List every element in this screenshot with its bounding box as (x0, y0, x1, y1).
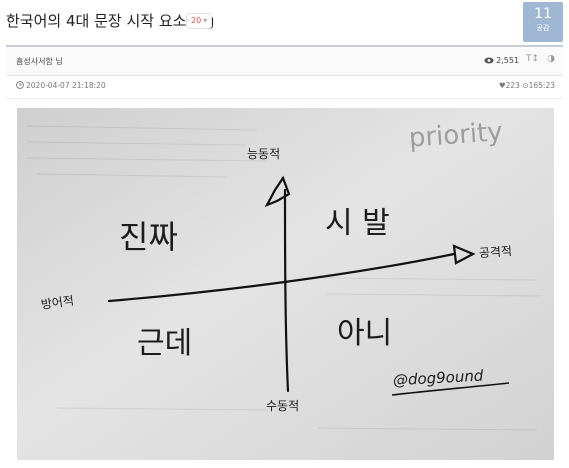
comment-count: 20 (191, 16, 202, 25)
post-meta-bar: 흠성사서함 님 2,551 T↕ ◑ (6, 45, 563, 76)
quadrant-top-right: 시 발 (325, 206, 390, 241)
quadrant-drawing: priority 능동적 수동적 방어적 공격적 진짜 시 발 근데 아니 @d… (17, 108, 554, 460)
axis-label-bottom: 수동적 (266, 399, 299, 413)
quadrant-top-left: 진짜 (119, 218, 178, 256)
post-header: 한국어의 4대 문장 시작 요소.jpg 20▾ 11 공감 (0, 0, 569, 44)
bleed-through-text: priority (408, 117, 504, 153)
post-date: 2020-04-07 21:18:20 (16, 81, 106, 90)
right-arrow-head (452, 244, 476, 265)
like-label: 공감 (536, 24, 550, 32)
post-date-value: 2020-04-07 21:18:20 (26, 81, 106, 90)
horizontal-axis (107, 252, 456, 303)
vertical-axis (283, 188, 290, 393)
view-count-value: 2,551 (496, 56, 519, 65)
view-count: 2,551 (484, 56, 519, 65)
contrast-toggle-icon[interactable]: ◑ (547, 54, 555, 64)
axis-label-top: 능동적 (247, 147, 280, 161)
eye-icon (484, 57, 494, 64)
up-arrow-head (264, 175, 291, 208)
post-title: 한국어의 4대 문장 시작 요소.jpg (6, 12, 215, 30)
axis-label-right: 공격적 (478, 244, 512, 260)
signature: @dog9ound (392, 367, 484, 390)
post-date-bar: 2020-04-07 21:18:20 ♥223 ⊙165:23 (6, 74, 563, 99)
signature-underline (391, 382, 510, 396)
quadrant-bottom-left: 근데 (137, 326, 192, 361)
like-count: 11 (534, 6, 552, 22)
axes (107, 175, 476, 393)
post-image: priority 능동적 수동적 방어적 공격적 진짜 시 발 근데 아니 @d… (17, 108, 554, 460)
chevron-down-icon: ▾ (203, 16, 208, 25)
clock-icon (16, 81, 24, 89)
quadrant-bottom-right: 아니 (337, 316, 392, 351)
like-button[interactable]: 11 공감 (523, 2, 563, 42)
post-stats: ♥223 ⊙165:23 (498, 81, 555, 90)
comment-count-badge[interactable]: 20▾ (186, 13, 213, 29)
bleed-through-lines (26, 125, 543, 431)
axis-label-left: 방어적 (40, 293, 75, 311)
author-name[interactable]: 흠성사서함 님 (16, 57, 63, 66)
font-size-toggle[interactable]: T↕ (525, 54, 539, 64)
